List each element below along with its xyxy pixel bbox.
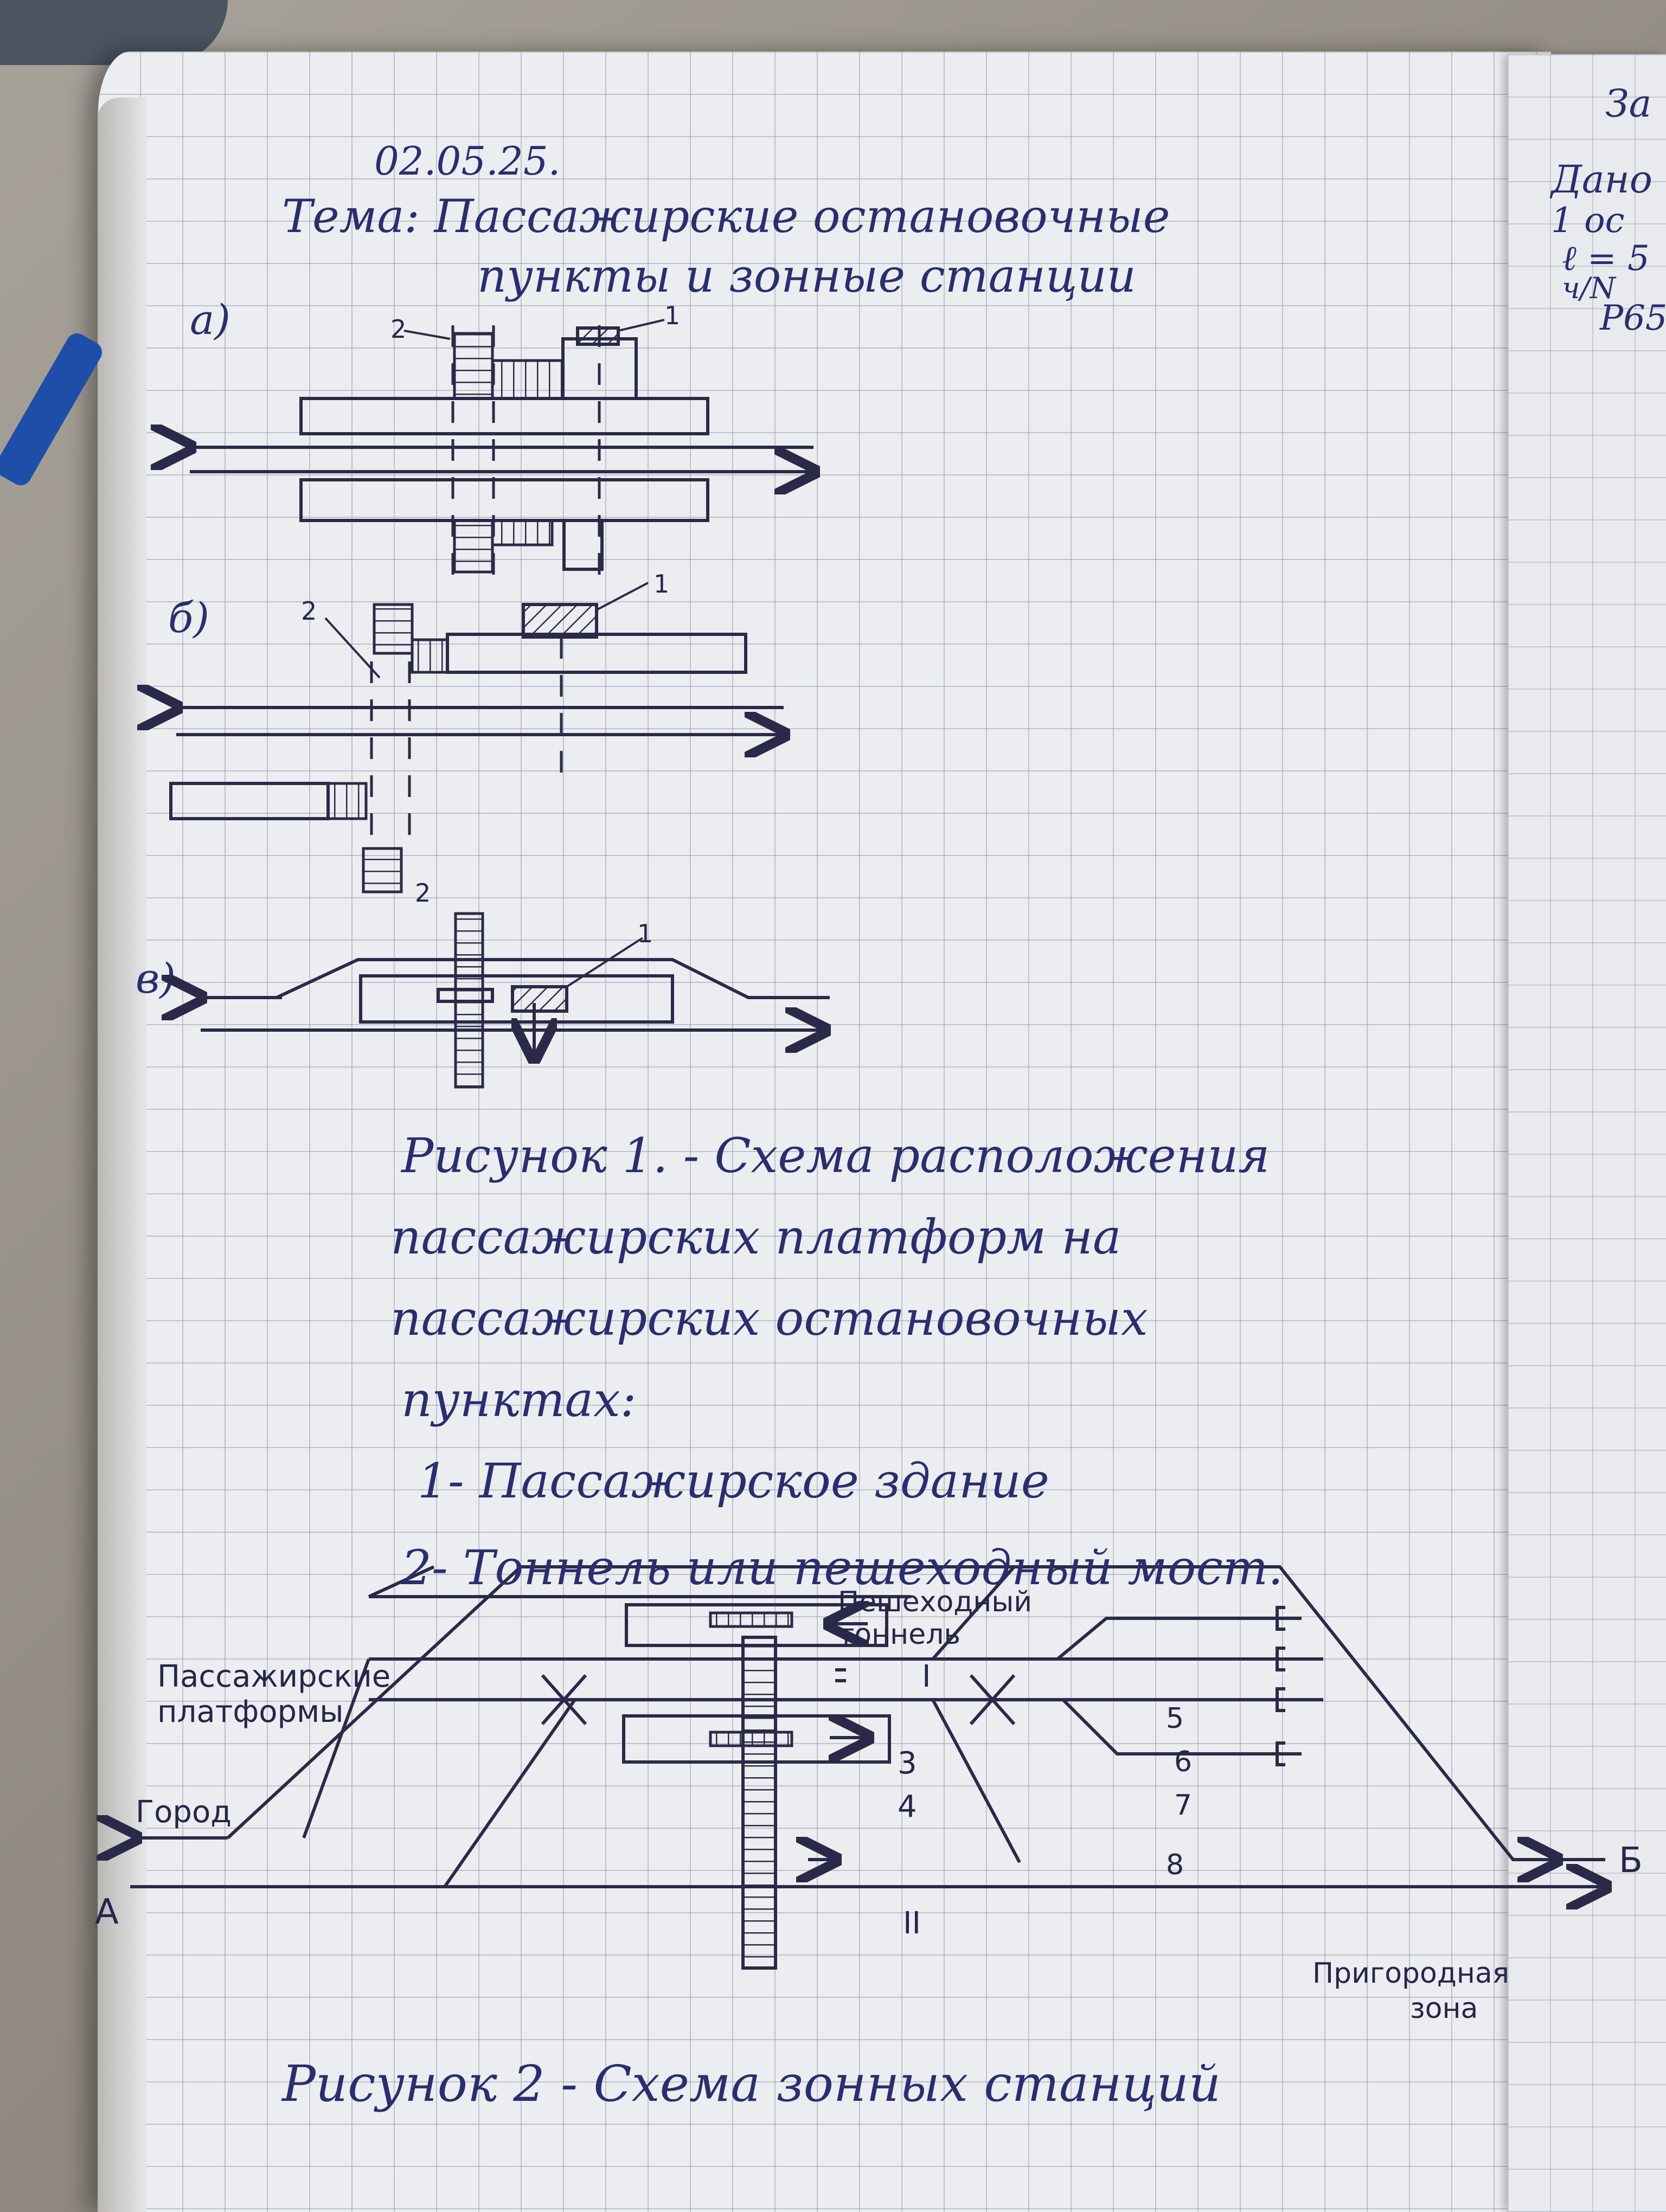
fig1-label-a: а) — [190, 295, 230, 344]
next-page-text-1: За — [1605, 81, 1652, 126]
fig2-track-6: 6 — [1174, 1746, 1193, 1778]
caption1-line4: пунктах: — [401, 1372, 637, 1427]
date: 02.05.25. — [374, 138, 561, 184]
caption1-item1: 1- Пассажирское здание — [418, 1453, 1049, 1509]
fig1b-diagram — [171, 582, 784, 893]
caption2: Рисунок 2 - Схема зонных станций — [282, 2055, 1221, 2113]
fig2-track-5: 5 — [1166, 1702, 1184, 1735]
caption1-line3: пассажирских остановочных — [390, 1290, 1148, 1346]
fig2-suburb-label-2: зона — [1410, 1992, 1478, 2025]
fig1a-diagram — [190, 319, 813, 577]
fig2-point-a: А — [95, 1892, 119, 1932]
fig2-city-label: Город — [136, 1795, 232, 1830]
next-page-text-5: ч/N — [1562, 271, 1616, 305]
fig2-point-b: Б — [1619, 1841, 1643, 1881]
caption1-line1: Рисунок 1. - Схема расположения — [401, 1128, 1270, 1184]
fig2-tunnel-label-2: тоннель — [838, 1618, 960, 1651]
fig2-platforms-label-2: платформы — [157, 1694, 344, 1729]
topic-line-1: Тема: Пассажирские остановочные — [282, 190, 1170, 243]
next-page-text-2: Дано — [1551, 157, 1652, 202]
fig2-track-I: I — [922, 1659, 931, 1694]
fig1v-num-2: 2 — [415, 878, 431, 908]
next-page-text-3: 1 ос — [1551, 201, 1625, 241]
fig2-track-II: II — [903, 1906, 921, 1941]
fig2-suburb-label-1: Пригородная — [1312, 1957, 1509, 1990]
fig2-track-4: 4 — [898, 1789, 917, 1824]
fig2-tunnel-label-1: Пешеходный — [838, 1586, 1033, 1618]
fig2-track-7: 7 — [1174, 1789, 1193, 1822]
fig2-diagram — [130, 1565, 1605, 1970]
next-page-text-4: ℓ = 5 — [1562, 239, 1650, 279]
fig1a-num-1: 1 — [664, 301, 681, 330]
fig2-track-8: 8 — [1166, 1849, 1184, 1881]
fig2-platforms-label-1: Пассажирские — [157, 1659, 391, 1694]
topic-line-2: пункты и зонные станции — [477, 249, 1136, 303]
fig1-label-b: б) — [168, 594, 210, 642]
caption1-item2: 2- Тоннель или пешеходный мост. — [401, 1540, 1284, 1596]
fig1v-diagram — [201, 912, 830, 1089]
caption1-line2: пассажирских платформ на — [390, 1209, 1122, 1265]
fig1b-num-2: 2 — [301, 596, 317, 626]
fig2-track-3: 3 — [898, 1746, 917, 1781]
fig1a-num-2: 2 — [390, 314, 407, 344]
fig1v-num-1: 1 — [637, 919, 653, 948]
notebook-page — [98, 52, 1551, 2212]
fig1b-num-1: 1 — [653, 569, 670, 599]
next-page-text-6: Р65 — [1600, 298, 1666, 338]
